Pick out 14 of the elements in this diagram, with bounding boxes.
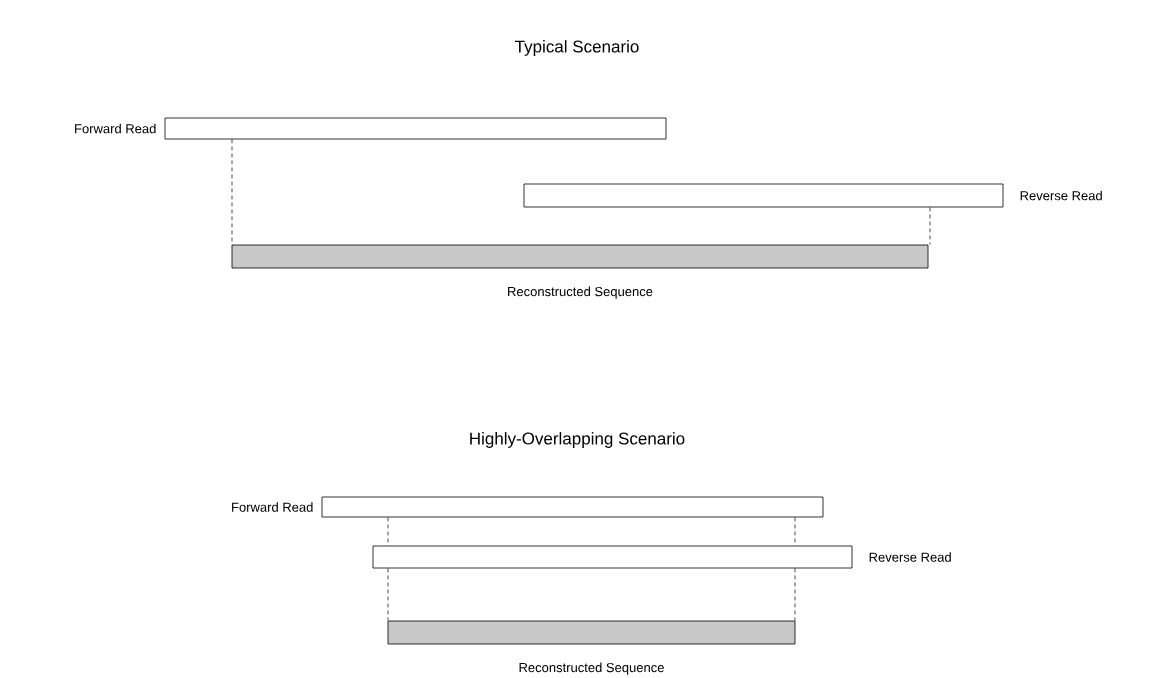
guide-line xyxy=(929,207,931,245)
bar-label: Reverse Read xyxy=(1020,190,1102,201)
guide-line xyxy=(387,517,389,546)
scenario-title: Highly-Overlapping Scenario xyxy=(470,432,685,448)
guide-line xyxy=(387,568,389,621)
guide-line xyxy=(794,568,796,621)
guide-line xyxy=(794,517,796,546)
bar-label: Forward Read xyxy=(232,502,313,512)
scenario-title: Typical Scenario xyxy=(515,40,639,56)
bar-label: Reverse Read xyxy=(869,552,951,562)
bar-label: Reconstructed Sequence xyxy=(508,286,653,299)
bar-label: Forward Read xyxy=(75,123,156,134)
guide-line xyxy=(231,139,233,245)
bar-label: Reconstructed Sequence xyxy=(519,662,664,675)
